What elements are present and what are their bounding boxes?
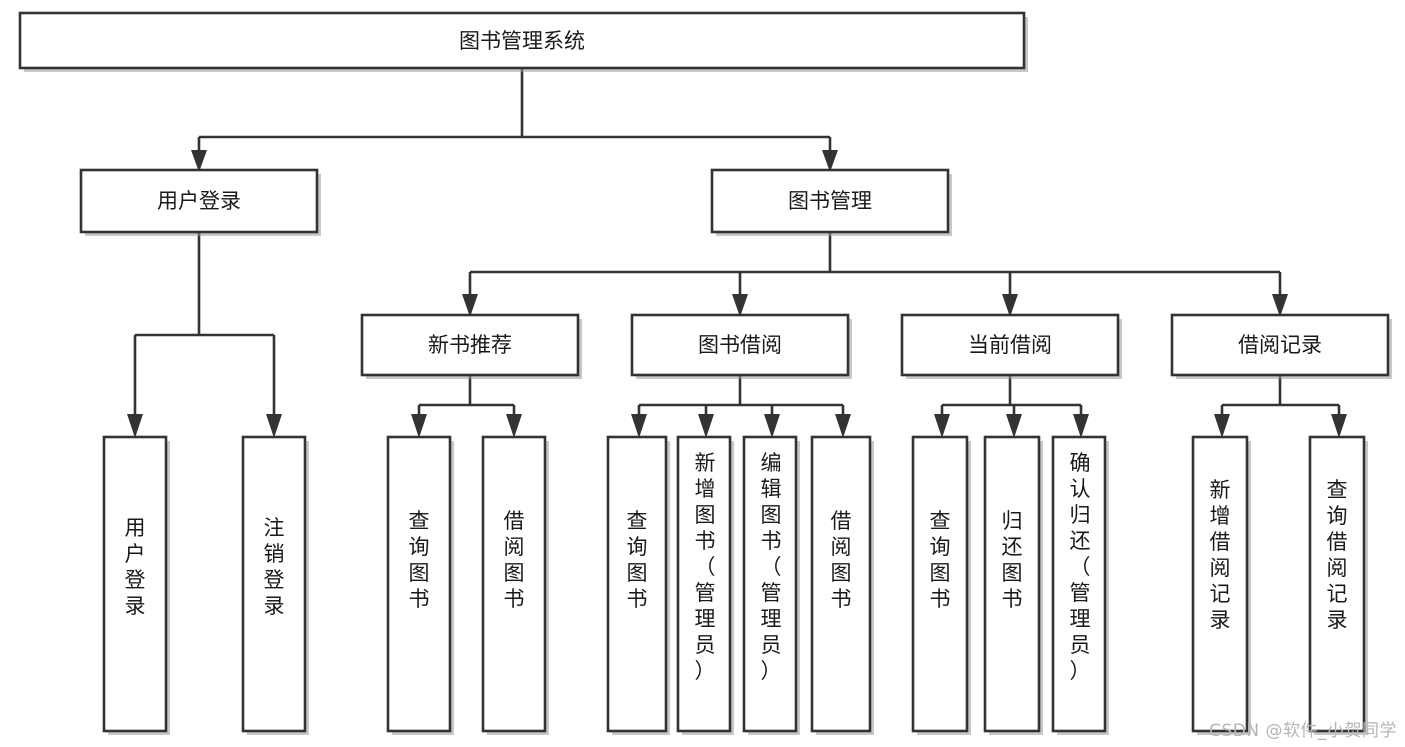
node-user-login[interactable]: 用户登录: [79, 168, 321, 236]
node-label: 当前借阅: [968, 333, 1052, 357]
node-rect: [79, 168, 319, 234]
connector-layer: [127, 68, 1347, 438]
node-rect: [911, 435, 969, 733]
arrow-head-user-login: [191, 150, 207, 172]
node-label: 图书借阅: [698, 333, 782, 357]
node-rect: [360, 313, 580, 377]
arrow-head-leaf-user-logout: [266, 414, 282, 438]
node-book-management[interactable]: 图书管理: [710, 168, 952, 236]
node-system-root[interactable]: 图书管理系统: [18, 11, 1028, 72]
edge-record-to-leaves: [1214, 375, 1347, 438]
node-label: 查询借阅记录: [1327, 478, 1348, 632]
edge-bookmgmt-to-level3: [462, 232, 1288, 317]
node-label: 新增借阅记录: [1210, 478, 1231, 632]
node-label: 借阅图书: [504, 509, 525, 611]
arrow-head-current: [1002, 294, 1018, 317]
leaf-record-query-record[interactable]: 查询借阅记录: [1308, 435, 1368, 735]
arrow-head-nb-borrow: [506, 414, 522, 438]
leaf-current-return-book[interactable]: 归还图书: [983, 435, 1043, 735]
node-label: 借阅记录: [1238, 333, 1322, 357]
node-borrow-record[interactable]: 借阅记录: [1170, 313, 1392, 379]
node-label: 注销登录: [264, 516, 285, 618]
node-rect: [386, 435, 452, 733]
leaf-user-login[interactable]: 用户登录: [102, 435, 170, 735]
arrow-head-record: [1272, 294, 1288, 317]
node-rect: [1191, 435, 1249, 733]
node-label: 新书推荐: [428, 333, 512, 357]
node-label: 确认归还（管理员）: [1070, 451, 1091, 683]
node-rect: [710, 168, 950, 234]
edge-borrow-to-leaves: [631, 375, 851, 438]
arrow-head-cur-confirm: [1073, 414, 1089, 438]
node-label: 查询图书: [930, 509, 951, 611]
arrow-head-cur-query: [934, 414, 950, 438]
node-rect: [481, 435, 547, 733]
arrow-head-leaf-user-login: [127, 414, 143, 438]
leaf-borrow-query-book[interactable]: 查询图书: [606, 435, 670, 735]
node-rect: [900, 313, 1120, 377]
arrow-head-nb-query: [411, 414, 427, 438]
node-label: 用户登录: [157, 189, 241, 213]
arrow-head-bb-edit: [764, 414, 780, 438]
arrow-head-rec-add: [1214, 414, 1230, 438]
arrow-head-bb-add: [698, 414, 714, 438]
node-book-borrow[interactable]: 图书借阅: [630, 313, 852, 379]
node-label: 图书管理: [788, 189, 872, 213]
node-label: 用户登录: [125, 516, 146, 618]
leaf-current-query-book[interactable]: 查询图书: [911, 435, 971, 735]
arrow-head-cur-return: [1006, 414, 1022, 438]
node-label: 新增图书（管理员）: [695, 451, 716, 683]
node-label: 编辑图书（管理员）: [761, 451, 782, 683]
node-label: 归还图书: [1002, 509, 1023, 611]
arrow-head-bb-borrow: [835, 414, 851, 438]
node-label: 查询图书: [627, 509, 648, 611]
node-rect: [606, 435, 668, 733]
edge-userlogin-to-leaves: [127, 232, 282, 438]
node-rect: [742, 435, 798, 733]
arrow-head-new-book: [462, 294, 478, 317]
node-rect: [241, 435, 307, 733]
arrow-head-bb-query: [631, 414, 647, 438]
node-rect: [676, 435, 732, 733]
node-rect: [983, 435, 1041, 733]
arrow-head-rec-query: [1331, 414, 1347, 438]
leaf-newbook-query-book[interactable]: 查询图书: [386, 435, 454, 735]
edge-current-to-leaves: [934, 375, 1089, 438]
node-current-borrow[interactable]: 当前借阅: [900, 313, 1122, 379]
leaf-user-logout[interactable]: 注销登录: [241, 435, 309, 735]
node-rect: [102, 435, 168, 733]
node-label: 借阅图书: [831, 509, 852, 611]
arrow-head-book-mgmt: [822, 150, 838, 172]
node-rect: [630, 313, 850, 377]
node-rect: [1051, 435, 1107, 733]
node-rect: [810, 435, 872, 733]
leaf-borrow-borrow-book[interactable]: 借阅图书: [810, 435, 874, 735]
leaf-newbook-borrow-book[interactable]: 借阅图书: [481, 435, 549, 735]
node-label: 查询图书: [409, 509, 430, 611]
leaf-record-add-record[interactable]: 新增借阅记录: [1191, 435, 1251, 735]
edge-root-to-level2: [191, 68, 838, 172]
node-new-book-recommend[interactable]: 新书推荐: [360, 313, 582, 379]
node-label: 图书管理系统: [459, 29, 585, 53]
edge-newbook-to-leaves: [411, 375, 522, 438]
leaf-borrow-add-book-admin[interactable]: 新增图书（管理员）: [676, 435, 734, 735]
node-rect: [18, 11, 1026, 70]
arrow-head-borrow: [732, 294, 748, 317]
leaf-borrow-edit-book-admin[interactable]: 编辑图书（管理员）: [742, 435, 800, 735]
node-rect: [1170, 313, 1390, 377]
leaf-current-confirm-return-admin[interactable]: 确认归还（管理员）: [1051, 435, 1109, 735]
node-rect: [1308, 435, 1366, 733]
